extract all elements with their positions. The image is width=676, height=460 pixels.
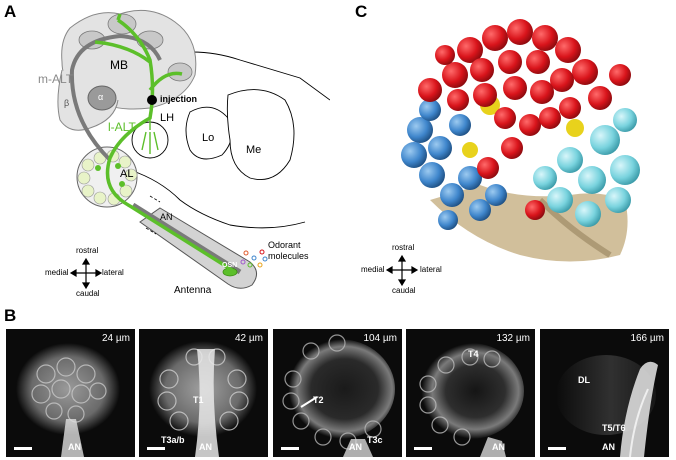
scale-bar: [147, 447, 165, 450]
blue-glomeruli-cluster: [401, 99, 507, 230]
micrograph-166um: 166 µm DL T5/T6 AN: [540, 329, 669, 457]
depth-label: 42 µm: [235, 333, 263, 344]
panel-b-letter: B: [4, 306, 17, 325]
t3ab-label: T3a/b: [161, 435, 185, 445]
antennal-nerve: [131, 202, 242, 275]
panel-c-letter: C: [355, 2, 368, 21]
scale-bar: [414, 447, 432, 450]
t3c-label: T3c: [367, 435, 383, 445]
scale-bar: [14, 447, 32, 450]
antenna-label: Antenna: [174, 285, 212, 296]
an-label: AN: [199, 442, 212, 452]
cyan-glomeruli-cluster: [533, 108, 640, 227]
compass-c-medial: medial: [361, 265, 385, 274]
compass-a: [69, 257, 103, 290]
an-label: AN: [349, 442, 362, 452]
panel-a-diagram: [57, 9, 330, 290]
depth-label: 104 µm: [363, 333, 397, 344]
yellow-glomerulus: [566, 119, 584, 137]
panel-c-3d-reconstruction: [385, 19, 640, 287]
lo-label: Lo: [202, 132, 215, 144]
an-label: AN: [68, 442, 81, 452]
t2-label: T2: [313, 395, 324, 405]
alpha-lobe: [87, 85, 117, 111]
an-label: AN: [492, 442, 505, 452]
t5t6-label: T5/T6: [602, 423, 626, 433]
m-alt-label: m-ALT: [38, 72, 74, 86]
scale-bar: [548, 447, 566, 450]
me-label: Me: [246, 144, 262, 156]
micrograph-104um: 104 µm T2 T3c AN: [273, 329, 402, 457]
injection-site: [147, 95, 157, 105]
compass-a-caudal: caudal: [76, 289, 100, 298]
panel-a-letter: A: [4, 2, 17, 21]
medulla: [226, 89, 295, 180]
scale-bar: [281, 447, 299, 450]
red-glomeruli-cluster: [418, 19, 631, 220]
al-label: AL: [120, 168, 134, 180]
compass-a-rostral: rostral: [76, 246, 99, 255]
an-label: AN: [160, 212, 173, 222]
depth-label: 24 µm: [102, 333, 130, 344]
odorant-molecules: [240, 249, 268, 268]
an-label: AN: [602, 442, 615, 452]
odorant-label-1: Odorant: [268, 240, 301, 250]
mb-label: MB: [110, 58, 128, 72]
alpha-label: α: [98, 92, 104, 102]
injection-label: injection: [160, 94, 198, 104]
compass-c-lateral: lateral: [420, 265, 442, 274]
yellow-glomerulus: [462, 142, 478, 158]
osn-label: OSN: [222, 262, 238, 269]
depth-label: 166 µm: [630, 333, 664, 344]
odorant-label-2: molecules: [268, 251, 309, 261]
compass-a-medial: medial: [45, 268, 69, 277]
l-alt-label: l-ALT: [108, 120, 136, 134]
depth-label: 132 µm: [496, 333, 530, 344]
dl-label: DL: [578, 375, 590, 385]
compass-c-rostral: rostral: [392, 243, 415, 252]
lh-label: LH: [160, 112, 175, 124]
panel-b-strip: 24 µm AN 42 µm T1 T3a/b AN: [0, 329, 676, 457]
t1-label: T1: [193, 395, 204, 405]
compass-a-lateral: lateral: [102, 268, 124, 277]
compass-c: [385, 254, 419, 287]
beta-label: β: [64, 98, 70, 108]
micrograph-24um: 24 µm AN: [6, 329, 135, 457]
micrograph-132um: 132 µm T4 AN: [406, 329, 535, 457]
t4-label: T4: [468, 349, 479, 359]
compass-c-caudal: caudal: [392, 286, 416, 295]
micrograph-42um: 42 µm T1 T3a/b AN: [139, 329, 268, 457]
lobula: [185, 106, 233, 160]
